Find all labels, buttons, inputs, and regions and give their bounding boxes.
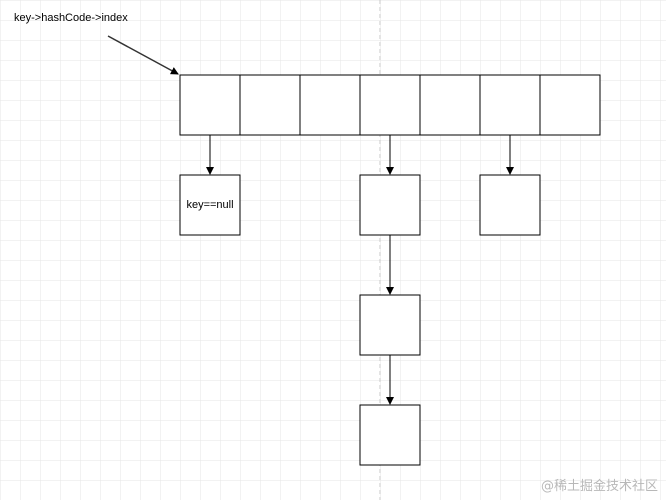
null-key-node bbox=[179, 174, 241, 236]
pointer-arrow bbox=[107, 35, 179, 75]
bucket-3 bbox=[359, 74, 421, 136]
pointer-label: key->hashCode->index bbox=[14, 12, 128, 24]
chain-node-1 bbox=[359, 174, 421, 236]
chain-node-3 bbox=[359, 404, 421, 466]
watermark: @稀土掘金技术社区 bbox=[540, 479, 658, 494]
bucket-1 bbox=[239, 74, 301, 136]
bucket5-node bbox=[479, 174, 541, 236]
bucket-array bbox=[179, 74, 601, 136]
bucket-4 bbox=[419, 74, 481, 136]
bucket-0 bbox=[179, 74, 241, 136]
bucket-5 bbox=[479, 74, 541, 136]
bucket-2 bbox=[299, 74, 361, 136]
chain-node-2 bbox=[359, 294, 421, 356]
null-node-label: key==null bbox=[186, 199, 234, 211]
bucket-6 bbox=[539, 74, 601, 136]
